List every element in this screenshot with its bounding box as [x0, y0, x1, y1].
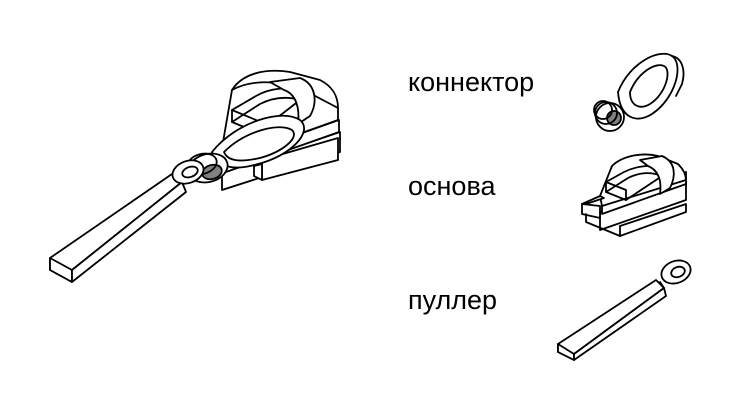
base-part — [581, 153, 687, 237]
puller-label: пуллер — [408, 285, 498, 315]
assembled-puller — [49, 159, 205, 283]
puller-part — [557, 259, 692, 361]
assembled-zipper — [49, 69, 341, 283]
connector-label: коннектор — [408, 67, 535, 97]
base-label: основа — [408, 171, 496, 201]
connector-part — [593, 52, 685, 132]
